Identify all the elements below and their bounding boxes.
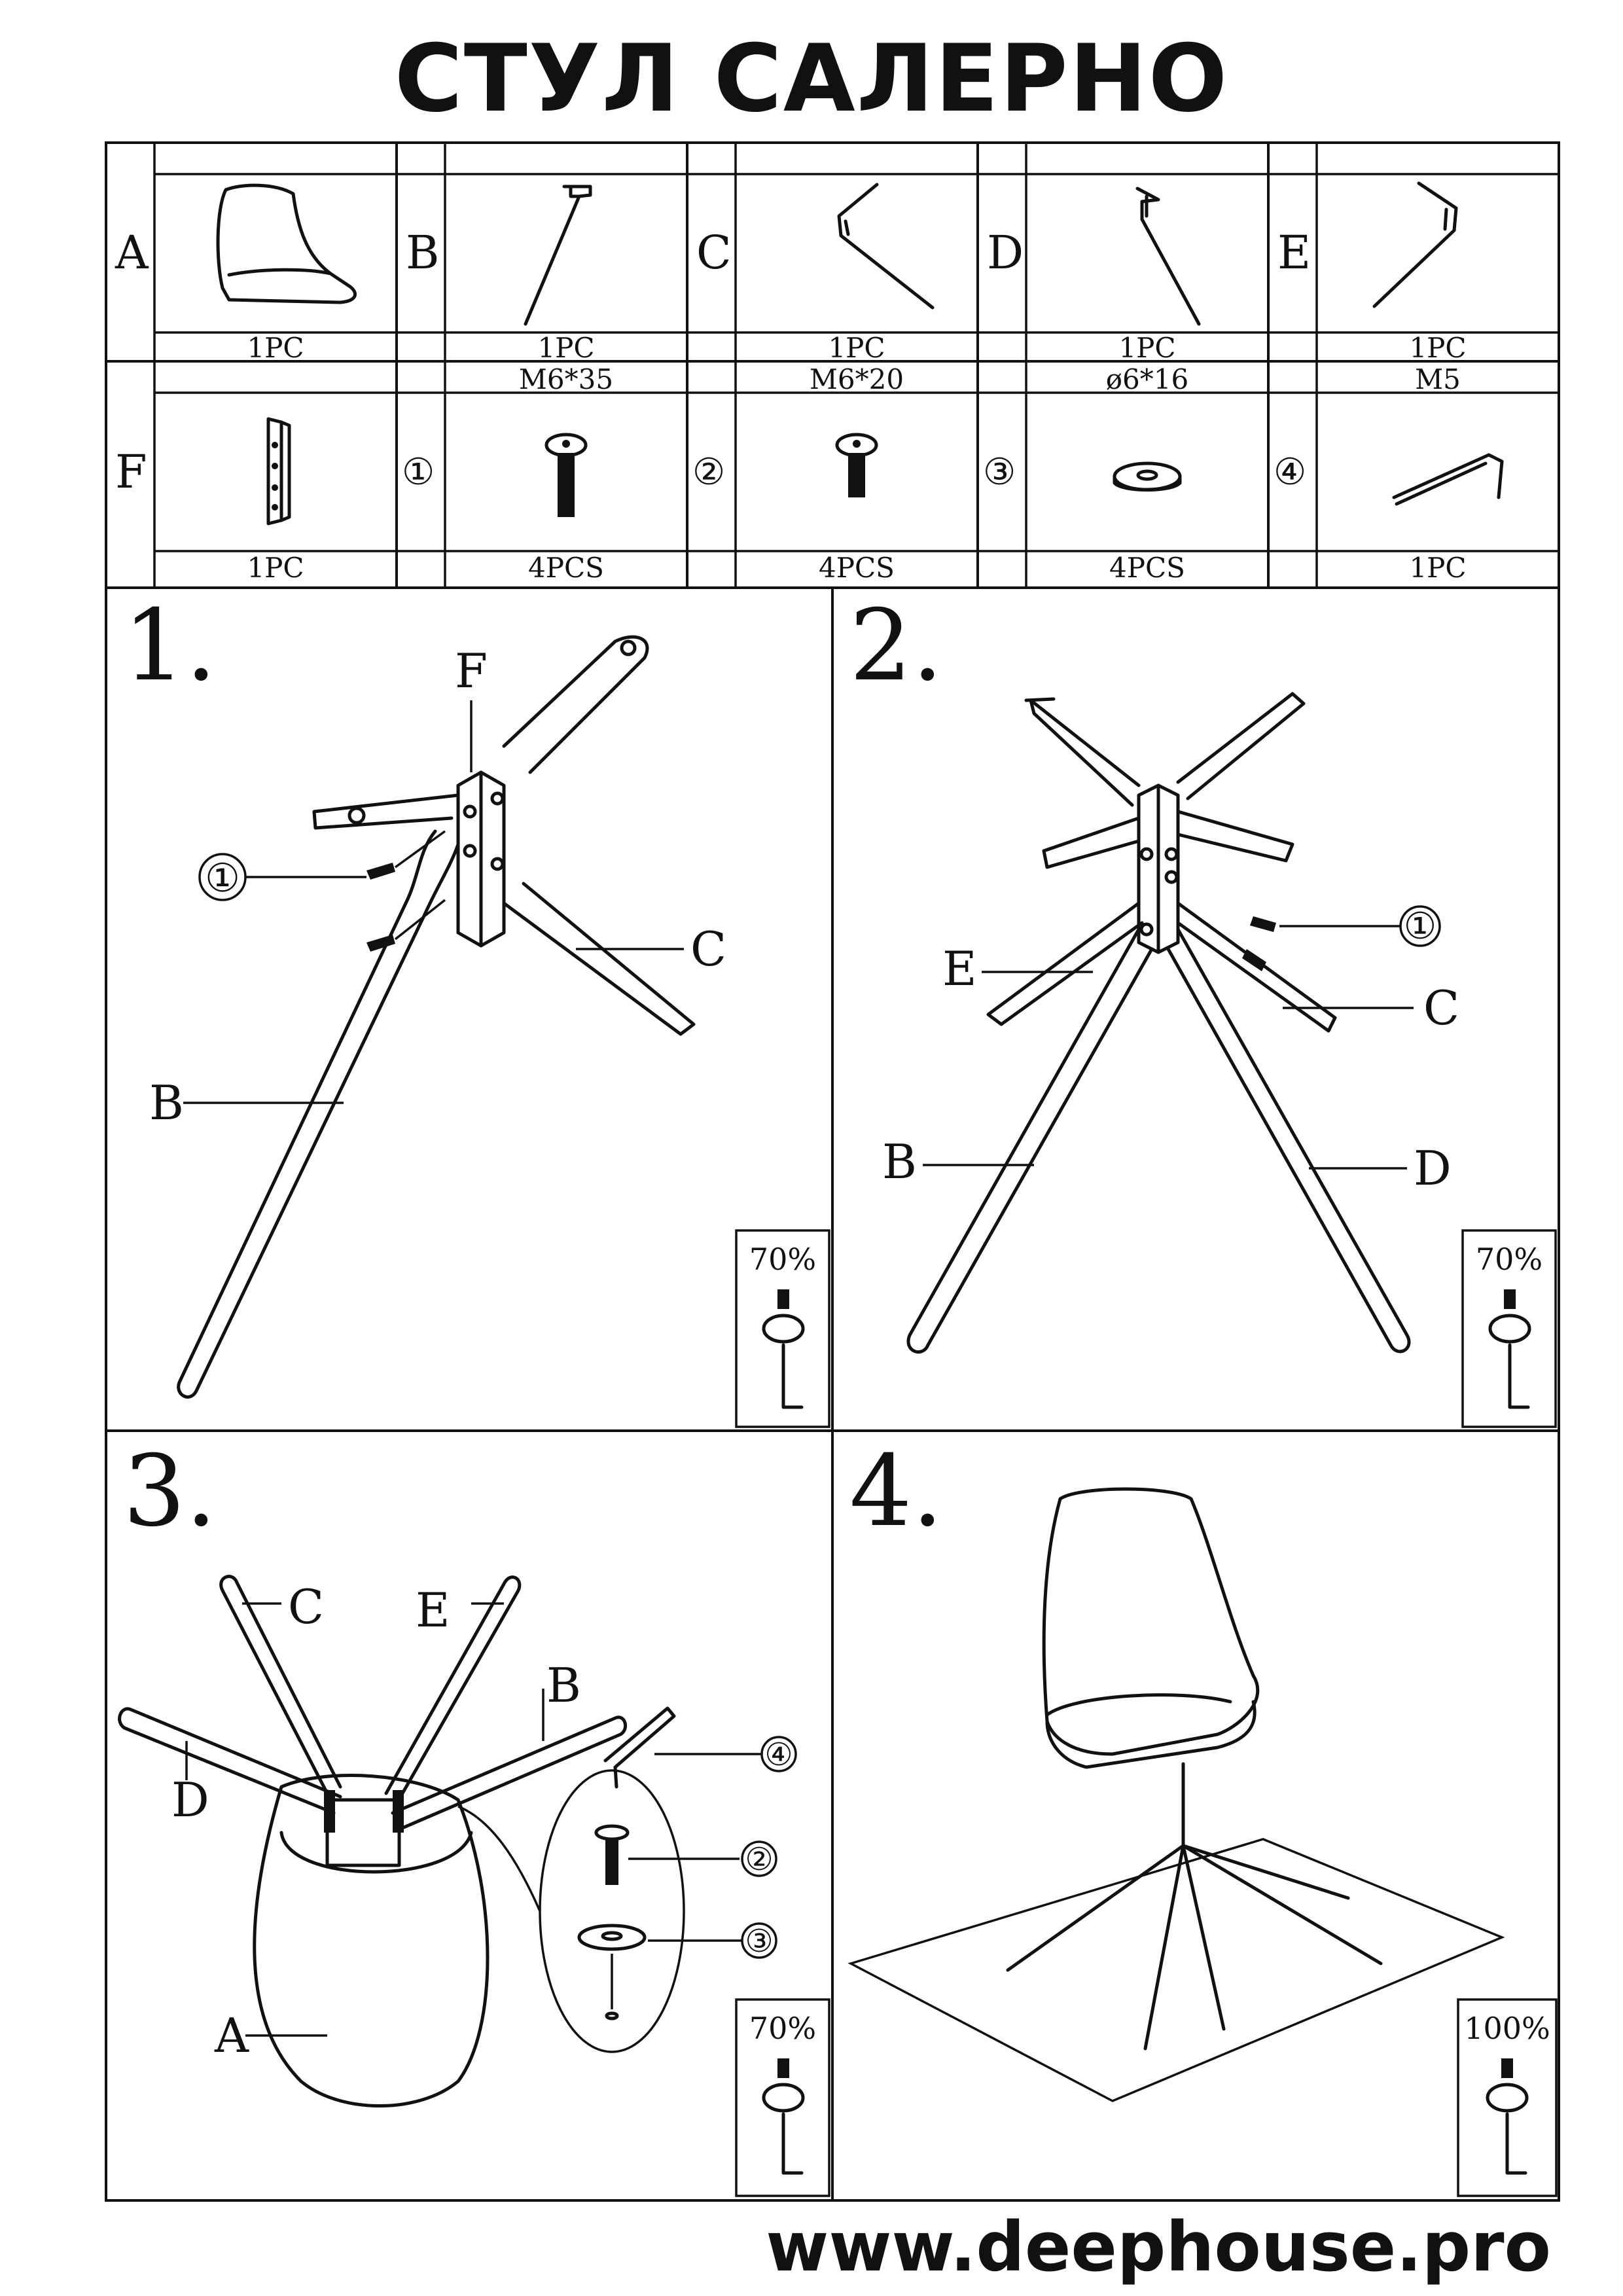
- leg-b-icon: [524, 185, 592, 326]
- part-qty-1: 4PCS: [528, 552, 604, 584]
- part-spec-1: M6*35: [519, 363, 613, 395]
- step-1-label-f: F: [455, 643, 488, 698]
- page-title: СТУЛ САЛЕРНО: [394, 25, 1229, 133]
- part-letter-3: ③: [983, 451, 1016, 493]
- seat-shell-icon: [216, 183, 357, 304]
- hex-key-icon: [1392, 453, 1504, 506]
- part-qty-3: 4PCS: [1109, 552, 1185, 584]
- step-3-number: 3.: [123, 1435, 217, 1549]
- step-2-label-c: C: [1423, 980, 1459, 1035]
- step-1-drawing: [177, 635, 696, 1399]
- part-letter-e: E: [1277, 226, 1311, 279]
- leg-c-icon: [837, 183, 935, 310]
- website-link[interactable]: www.deephouse.pro: [766, 2207, 1551, 2287]
- parts-table: [105, 141, 1560, 589]
- step-3-label-d: D: [171, 1772, 209, 1827]
- step-3-label-bolt: ②: [745, 1841, 773, 1878]
- part-letter-2: ②: [692, 451, 725, 493]
- part-letter-d: D: [987, 226, 1024, 279]
- step-3-label-key: ④: [764, 1736, 793, 1773]
- part-letter-4: ④: [1274, 451, 1306, 493]
- torque-box-2: [1461, 1229, 1557, 1428]
- step-1-label-c: C: [690, 922, 726, 977]
- part-qty-4: 1PC: [1409, 552, 1466, 584]
- leg-d-icon: [1135, 187, 1201, 326]
- part-qty-d: 1PC: [1118, 332, 1175, 364]
- washer-icon: [1113, 461, 1182, 492]
- step-2-label-e: E: [942, 941, 977, 996]
- part-spec-2: M6*20: [810, 363, 904, 395]
- torque-box-3: [735, 1998, 830, 2197]
- part-letter-b: B: [406, 226, 439, 279]
- step-1-number: 1.: [123, 589, 217, 703]
- step-3-label-washer: ③: [745, 1923, 773, 1960]
- torque-box-4: [1457, 1998, 1558, 2197]
- step-3-label-e: E: [416, 1583, 450, 1638]
- step-4-drawing: [847, 1487, 1505, 2102]
- step-1-label-b: B: [149, 1075, 184, 1130]
- part-qty-a: 1PC: [247, 332, 304, 364]
- step-4-number: 4.: [849, 1435, 943, 1549]
- long-bolt-icon: [544, 433, 588, 517]
- step-3-label-b: B: [546, 1658, 581, 1713]
- step-4-torque: 100%: [1464, 2011, 1550, 2046]
- step-3-drawing: [118, 1575, 797, 2108]
- step-1-label-bolt: ①: [205, 855, 240, 901]
- step-1-torque: 70%: [749, 1242, 816, 1277]
- step-3-label-c: C: [288, 1579, 324, 1634]
- part-qty-c: 1PC: [828, 332, 885, 364]
- step-2-label-bolt: ①: [1404, 905, 1436, 948]
- short-bolt-icon: [835, 433, 878, 497]
- step-2-number: 2.: [849, 589, 943, 703]
- part-qty-2: 4PCS: [819, 552, 895, 584]
- leg-e-icon: [1372, 181, 1458, 308]
- part-letter-a: A: [115, 226, 149, 279]
- part-qty-b: 1PC: [537, 332, 594, 364]
- step-3-label-a: A: [214, 2008, 249, 2063]
- part-letter-1: ①: [402, 451, 435, 493]
- step-2-drawing: [906, 692, 1441, 1354]
- part-spec-3: ø6*16: [1106, 363, 1188, 395]
- step-2-label-b: B: [882, 1134, 917, 1189]
- part-qty-e: 1PC: [1409, 332, 1466, 364]
- step-2-label-d: D: [1414, 1141, 1452, 1196]
- torque-box-1: [735, 1229, 830, 1428]
- part-letter-c: C: [696, 226, 732, 279]
- part-qty-f: 1PC: [247, 552, 304, 584]
- step-3-torque: 70%: [749, 2011, 816, 2046]
- step-4-panel: [831, 1429, 1560, 2202]
- part-spec-4: M5: [1415, 363, 1461, 395]
- step-2-torque: 70%: [1476, 1242, 1543, 1277]
- connector-bracket-icon: [266, 417, 291, 526]
- part-letter-f: F: [115, 445, 147, 499]
